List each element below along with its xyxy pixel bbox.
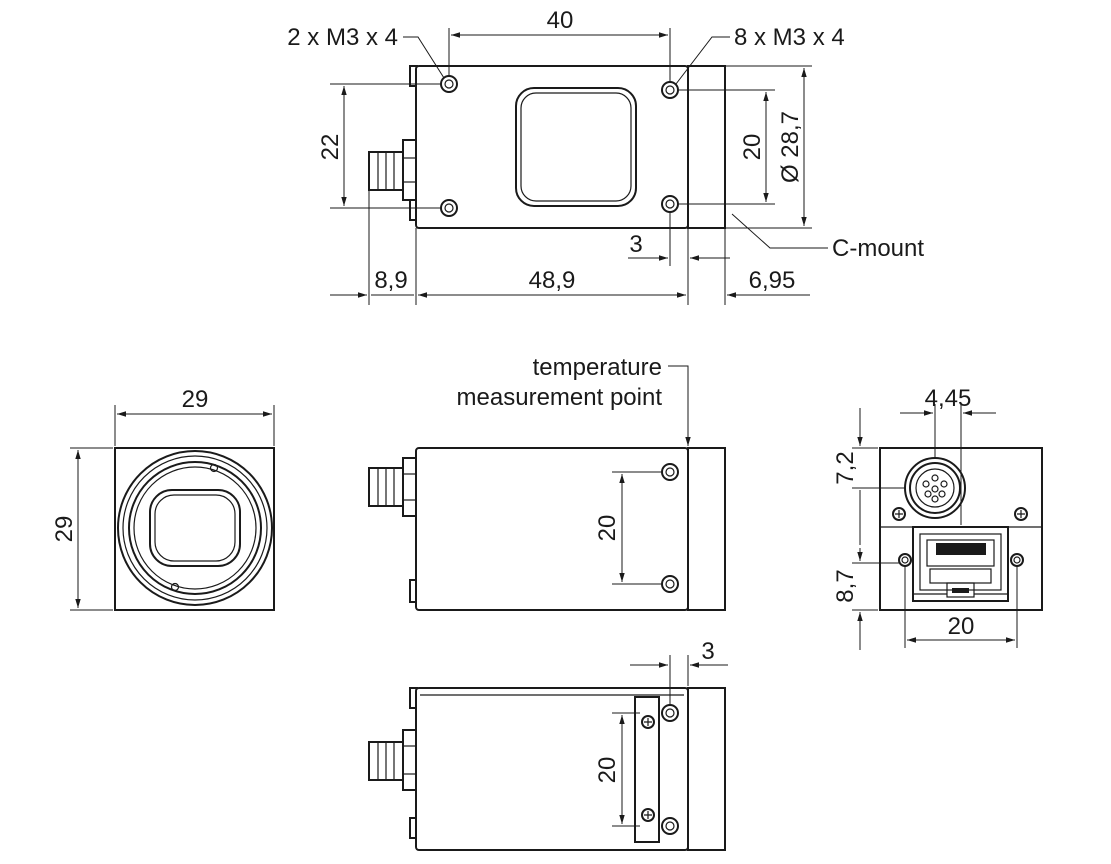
dim-connector-length: 8,9 [374,267,407,294]
note-right-holes: 8 x M3 x 4 [734,24,845,51]
dim-flange: 3 [629,231,642,258]
connector-side [368,457,417,517]
dim-side-hole-spacing: 20 [594,515,621,542]
camera-body-bottom [415,687,689,851]
bottom-view: 20 3 [368,638,728,851]
c-mount-ring-top [687,65,726,229]
rj45-port-icon [912,526,1009,602]
screw-icon [641,715,655,822]
note-left-holes: 2 x M3 x 4 [287,24,398,51]
connector-top [368,139,417,201]
dim-connector-height: 7,2 [832,451,859,484]
side-view: 20 temperature measurement point [368,354,726,611]
dim-thread-spacing: 20 [739,134,766,161]
dim-front-height: 29 [51,516,78,543]
top-view: 40 22 20 Ø 28,7 3 8,9 48,9 6,95 [287,7,924,305]
dim-back-width: 20 [948,613,975,640]
note-temp-line1: temperature [533,354,662,381]
connector-bottom [368,729,417,791]
dim-body-length: 48,9 [529,267,576,294]
dim-top-width: 40 [547,7,574,34]
camera-front-face [114,447,275,611]
dim-top-height: 22 [317,134,344,161]
mounting-plate [634,696,660,843]
dim-bottom-flange: 3 [701,638,714,665]
note-c-mount: C-mount [832,235,924,262]
sensor-window-front [149,489,241,567]
dim-back-offset: 4,45 [925,385,972,412]
dim-mount-length: 6,95 [749,267,796,294]
dim-rj45-height: 8,7 [832,569,859,602]
sensor-window [515,87,637,207]
dim-diameter: Ø 28,7 [777,111,804,183]
back-view: 4,45 7,2 8,7 20 [832,385,1043,650]
dim-bottom-hole-spacing: 20 [594,757,621,784]
note-temp-line2: measurement point [457,384,663,411]
dim-front-width: 29 [182,386,209,413]
front-view: 29 29 [51,386,275,611]
screw-hole-icon [661,704,679,835]
